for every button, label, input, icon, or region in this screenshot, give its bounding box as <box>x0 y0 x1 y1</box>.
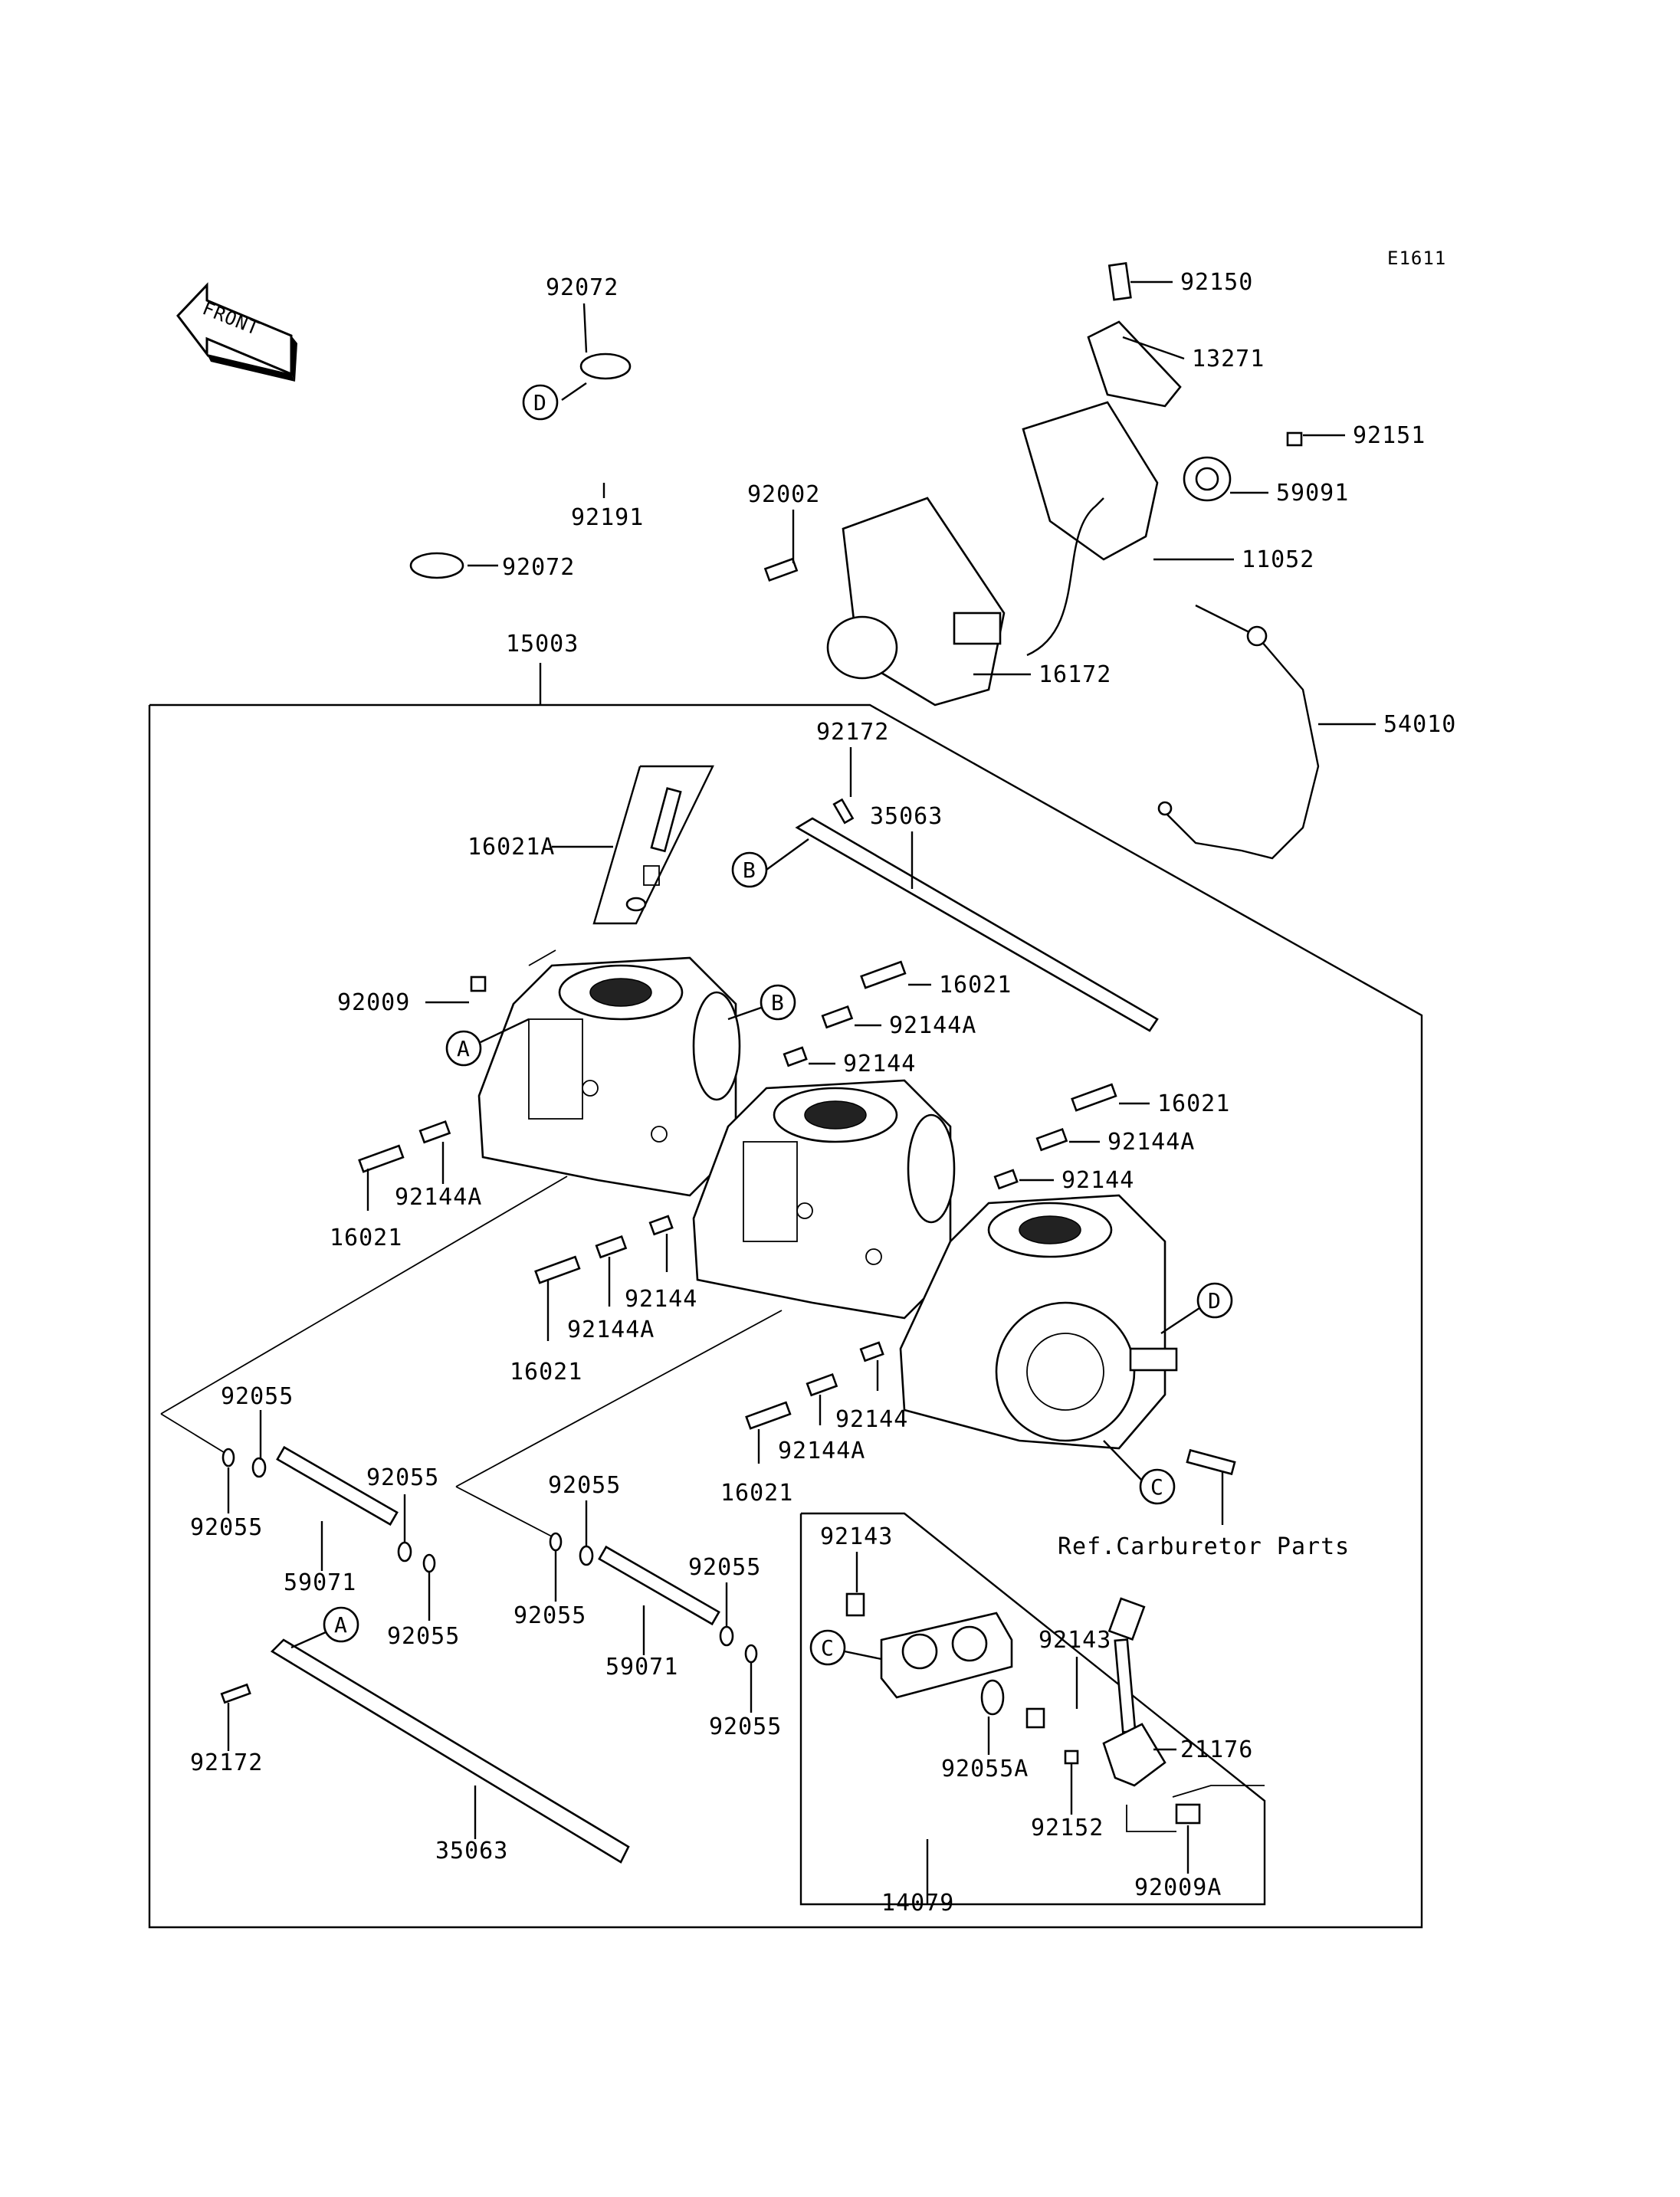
callout-a-carb-label: A <box>457 1036 470 1061</box>
part-92150: 92150 <box>1180 269 1253 296</box>
callout-c-carb-label: C <box>1150 1474 1163 1500</box>
carburetor-3 <box>899 1194 1178 1450</box>
part-92144A-low: 92144A <box>778 1438 865 1464</box>
part-92055-d: 92055 <box>387 1623 460 1650</box>
part-59071-left: 59071 <box>284 1569 356 1596</box>
part-92144-r1: 92144 <box>843 1051 916 1077</box>
part-59071-mid: 59071 <box>605 1654 678 1681</box>
part-14079: 14079 <box>881 1890 954 1917</box>
part-92055-b: 92055 <box>190 1514 263 1541</box>
actuator-group <box>763 262 1320 860</box>
part-21176: 21176 <box>1180 1736 1253 1763</box>
callout-a-carb <box>445 1030 482 1067</box>
part-16021-low: 16021 <box>720 1480 793 1507</box>
carburetor-2 <box>692 1079 956 1320</box>
callout-a-plate <box>323 1606 359 1643</box>
part-92172-bot: 92172 <box>190 1749 263 1776</box>
part-92144A-r2: 92144A <box>1107 1129 1195 1156</box>
part-92144A-mid: 92144A <box>567 1317 655 1343</box>
part-54010: 54010 <box>1383 711 1456 738</box>
part-16021-left: 16021 <box>330 1225 402 1251</box>
part-92144-mid: 92144 <box>625 1286 697 1313</box>
part-92144-low: 92144 <box>835 1406 908 1433</box>
part-92072-top: 92072 <box>546 274 619 301</box>
part-92009: 92009 <box>337 989 410 1016</box>
part-16021A: 16021A <box>468 834 555 861</box>
part-16172: 16172 <box>1039 661 1111 688</box>
carburetor-1 <box>477 949 741 1197</box>
part-16021-r1: 16021 <box>939 972 1012 998</box>
part-16021-r2: 16021 <box>1157 1090 1230 1117</box>
part-92055-g: 92055 <box>688 1554 761 1581</box>
hose-group <box>409 303 701 579</box>
diagram-code: E1611 <box>1387 248 1446 269</box>
connector-plate-bottom <box>270 1638 630 1864</box>
callout-b-carb <box>760 984 796 1021</box>
part-92151: 92151 <box>1353 422 1426 449</box>
part-92055-h: 92055 <box>709 1713 782 1740</box>
screws-springs <box>358 960 1236 1476</box>
part-35063-top: 35063 <box>870 803 943 830</box>
callout-d-top <box>522 384 559 421</box>
callout-c-kit-label: C <box>821 1635 834 1661</box>
part-15003: 15003 <box>506 631 579 657</box>
connector-plate-top <box>795 817 1159 1032</box>
callout-c-carb <box>1139 1468 1176 1505</box>
callout-a-plate-label: A <box>334 1612 347 1638</box>
part-92172-top: 92172 <box>816 719 889 746</box>
ref-carburetor-parts: Ref.Carburetor Parts <box>1058 1533 1350 1560</box>
part-92055-f: 92055 <box>514 1602 586 1629</box>
part-92144A-left: 92144A <box>395 1184 482 1211</box>
part-92055A: 92055A <box>941 1756 1029 1782</box>
callout-d-carb-label: D <box>1208 1288 1221 1313</box>
choke-kit <box>845 1592 1201 1825</box>
part-92055-e: 92055 <box>548 1472 621 1499</box>
kit-16021A-bracket <box>592 765 714 925</box>
part-92055-c: 92055 <box>366 1464 439 1491</box>
part-92144A-r1: 92144A <box>889 1012 976 1039</box>
callout-b-carb-label: B <box>771 990 784 1015</box>
part-16021-mid: 16021 <box>510 1359 582 1385</box>
part-35063-bot: 35063 <box>435 1838 508 1864</box>
callout-d-top-label: D <box>533 390 546 415</box>
kit-14079-bracket <box>799 1512 1266 1906</box>
part-92009A: 92009A <box>1134 1874 1222 1901</box>
part-92072-bot: 92072 <box>502 554 575 581</box>
callout-c-kit <box>809 1629 846 1666</box>
shaft-left <box>221 1445 436 1573</box>
assembly-outline <box>148 703 1423 1929</box>
callout-d-carb <box>1196 1282 1233 1319</box>
callout-b-top-label: B <box>743 857 756 883</box>
part-92152: 92152 <box>1031 1815 1104 1841</box>
part-13271: 13271 <box>1192 346 1265 372</box>
part-92144-r2: 92144 <box>1061 1167 1134 1194</box>
front-arrow-icon: FRONT <box>176 282 297 382</box>
part-92055-a: 92055 <box>221 1383 294 1410</box>
part-92143-b: 92143 <box>1039 1627 1111 1654</box>
part-92143-a: 92143 <box>820 1523 893 1550</box>
part-92191: 92191 <box>571 504 644 531</box>
shaft-middle <box>549 1532 758 1664</box>
part-11052: 11052 <box>1242 546 1314 573</box>
part-59091: 59091 <box>1276 480 1349 507</box>
part-92002: 92002 <box>747 481 820 508</box>
